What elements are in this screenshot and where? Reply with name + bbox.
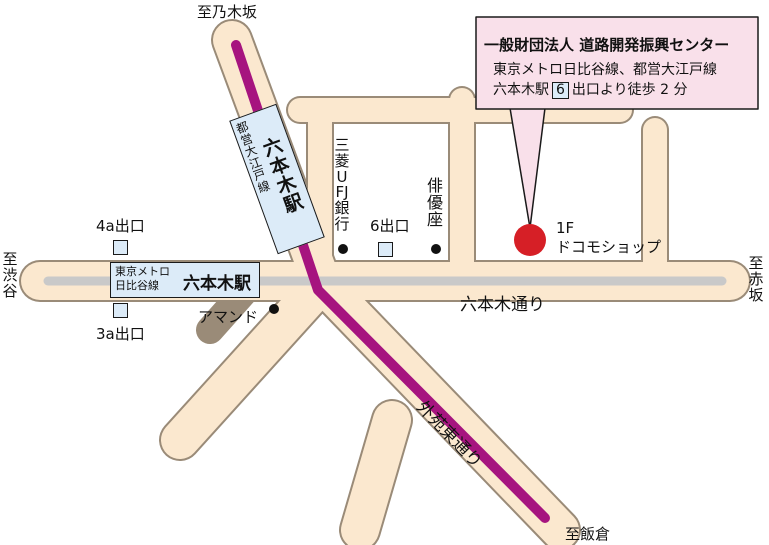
- direction-southeast: 至飯倉: [565, 525, 611, 543]
- hibiya-line-label: 東京メトロ 日比谷線: [115, 265, 170, 292]
- bank-marker: [338, 244, 348, 254]
- callout-access-station: 六本木駅: [493, 82, 549, 98]
- almond-marker: [269, 304, 279, 314]
- exit-6-marker: [378, 242, 393, 257]
- exit-4a-marker: [113, 240, 128, 255]
- hibiya-station-name: 六本木駅: [183, 274, 251, 294]
- callout-access-exit: 6: [552, 82, 569, 100]
- road-roppongi-dori: 六本木通り: [460, 295, 545, 315]
- callout-access-walk: 出口より徒歩 2 分: [571, 82, 688, 98]
- direction-west: 至渋谷: [2, 250, 18, 300]
- destination-floor: 1F: [556, 219, 575, 237]
- almond-label: アマンド: [198, 308, 259, 326]
- callout-lines: 東京メトロ日比谷線、都営大江戸線: [493, 62, 717, 78]
- exit-6-label: 6出口: [370, 217, 410, 235]
- exit-3a-label: 3a出口: [96, 325, 145, 343]
- exit-4a-label: 4a出口: [96, 217, 145, 235]
- callout-org: 一般財団法人 道路開発振興センター: [484, 36, 730, 54]
- direction-east: 至赤坂: [748, 254, 764, 304]
- direction-north: 至乃木坂: [197, 3, 258, 21]
- destination-shop: ドコモショップ: [556, 238, 662, 256]
- callout-box: [475, 16, 759, 110]
- bank-label: 三菱UFJ銀行: [334, 136, 350, 233]
- callout-pointer: [509, 107, 546, 229]
- hibiya-station-box: 東京メトロ 日比谷線 六本木駅: [110, 262, 260, 298]
- theater-label: 俳優座: [426, 176, 443, 229]
- theater-marker: [431, 244, 441, 254]
- exit-3a-marker: [113, 303, 128, 318]
- destination-marker: [514, 224, 546, 256]
